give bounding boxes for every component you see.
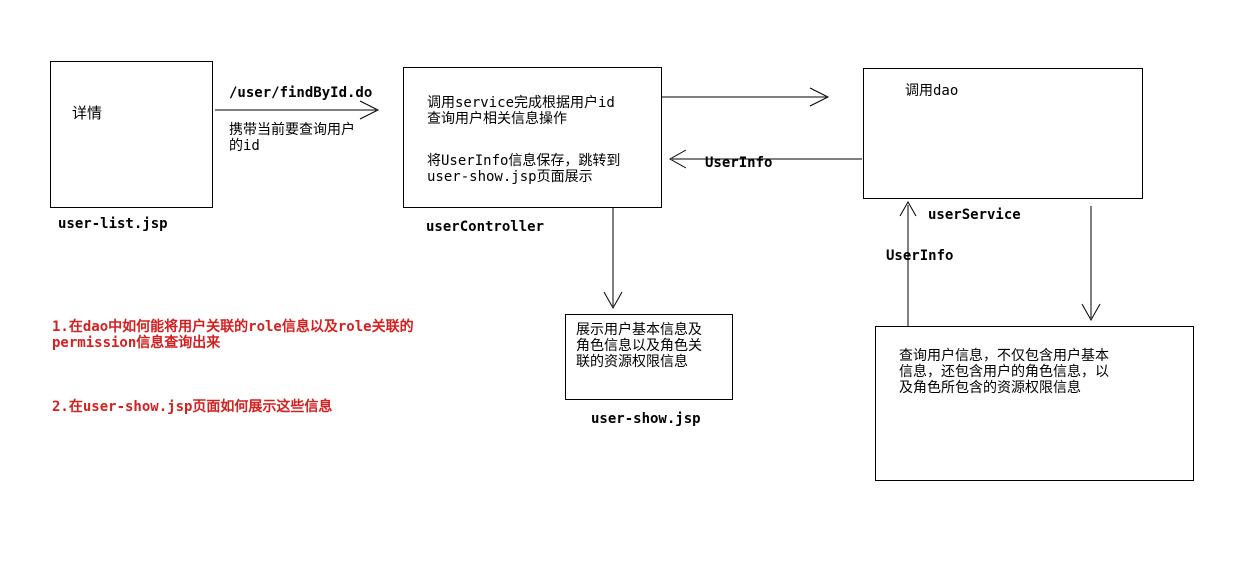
question-1-line2: permission信息查询出来 <box>52 335 221 351</box>
user-service-caption: userService <box>928 207 1021 223</box>
arrowhead-dao-to-service <box>899 200 917 217</box>
user-show-caption: user-show.jsp <box>591 411 701 427</box>
question-2: 2.在user-show.jsp页面如何展示这些信息 <box>52 399 333 415</box>
dao-text-line3: 及角色所包含的资源权限信息 <box>899 380 1081 396</box>
user-controller-box <box>403 67 662 208</box>
request-note-line2: 的id <box>229 138 260 154</box>
user-list-box-label: 详情 <box>72 104 103 122</box>
controller-text-line4: user-show.jsp页面展示 <box>427 169 593 185</box>
user-show-text-line2: 角色信息以及角色关 <box>576 338 702 354</box>
arrowhead-controller-to-show <box>603 291 623 310</box>
user-controller-caption: userController <box>426 219 545 235</box>
dao-return-userinfo-label: UserInfo <box>886 248 954 264</box>
service-text: 调用dao <box>905 83 959 99</box>
dao-query-box <box>875 326 1194 481</box>
arrowhead-controller-to-service <box>809 87 830 107</box>
arrowhead-service-to-dao <box>1081 303 1101 322</box>
user-list-box <box>50 61 213 208</box>
arrowhead-service-to-controller <box>668 149 687 169</box>
question-1-line1: 1.在dao中如何能将用户关联的role信息以及role关联的 <box>52 319 414 335</box>
user-show-box <box>565 314 733 400</box>
user-list-caption: user-list.jsp <box>58 216 168 232</box>
user-service-box <box>863 68 1143 199</box>
dao-text-line2: 信息，还包含用户的角色信息，以 <box>899 364 1109 380</box>
user-show-text-line1: 展示用户基本信息及 <box>576 322 702 338</box>
request-note-line1: 携带当前要查询用户 <box>229 122 355 138</box>
arrowhead-list-to-controller <box>359 100 380 120</box>
return-userinfo-label: UserInfo <box>705 155 773 171</box>
user-show-text-line3: 联的资源权限信息 <box>576 354 688 370</box>
controller-text-line1: 调用service完成根据用户id <box>427 95 615 111</box>
dao-text-line1: 查询用户信息，不仅包含用户基本 <box>899 348 1109 364</box>
controller-text-line2: 查询用户相关信息操作 <box>427 111 567 127</box>
controller-text-line3: 将UserInfo信息保存，跳转到 <box>427 153 621 169</box>
request-url-label: /user/findById.do <box>229 85 373 101</box>
